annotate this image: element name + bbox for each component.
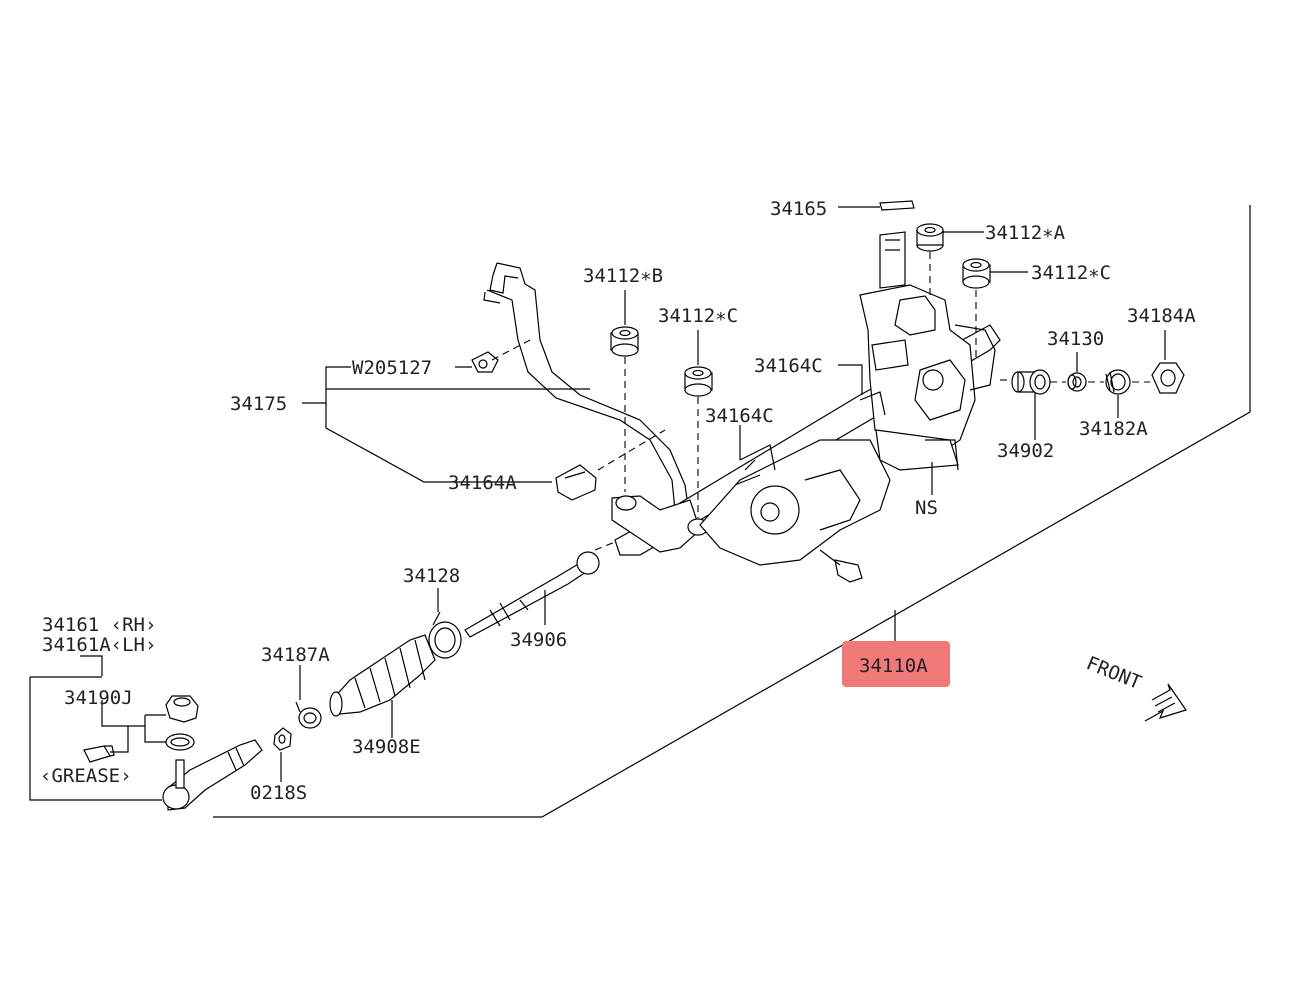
label-34161-rh: 34161 ‹RH› bbox=[42, 614, 156, 636]
label-34128: 34128 bbox=[403, 565, 460, 587]
spring-34182a bbox=[1105, 369, 1131, 395]
dashed-lines bbox=[491, 252, 1150, 551]
label-34187a: 34187A bbox=[261, 644, 330, 666]
bushing-34112c-mid bbox=[684, 366, 713, 397]
clip-34187a bbox=[295, 701, 322, 729]
rack-housing bbox=[611, 231, 1001, 566]
label-34190j: 34190J bbox=[64, 687, 133, 709]
label-34112c-top: 34112∗C bbox=[1031, 262, 1111, 284]
label-grease: ‹GREASE› bbox=[40, 765, 132, 787]
boot-34190j bbox=[165, 695, 199, 751]
bushing-34112b bbox=[610, 326, 639, 357]
label-34184a: 34184A bbox=[1127, 305, 1196, 327]
ring-34130 bbox=[1067, 372, 1087, 392]
label-34164a: 34164A bbox=[448, 472, 517, 494]
bolt-lower bbox=[819, 549, 863, 583]
nut-34184a bbox=[1151, 362, 1185, 394]
boot-34908e bbox=[329, 634, 436, 717]
leader-lines bbox=[29, 206, 1166, 801]
grease-tube bbox=[83, 745, 115, 763]
label-34112c-mid: 34112∗C bbox=[658, 305, 738, 327]
cap-34165 bbox=[879, 200, 915, 211]
clamp-34164a bbox=[555, 464, 597, 501]
label-34112a: 34112∗A bbox=[985, 222, 1066, 244]
label-0218s: 0218S bbox=[250, 782, 307, 804]
label-34902: 34902 bbox=[997, 440, 1054, 462]
inner-tie-rod-34906 bbox=[464, 551, 600, 638]
label-34112b: 34112∗B bbox=[583, 265, 663, 287]
label-34906: 34906 bbox=[510, 629, 567, 651]
label-34161a-lh: 34161A‹LH› bbox=[42, 634, 156, 656]
label-34175: 34175 bbox=[230, 393, 287, 415]
tie-rod-end-34161 bbox=[162, 739, 263, 811]
label-front: FRONT bbox=[1083, 652, 1144, 694]
frame-lines bbox=[213, 205, 1251, 818]
label-34182a: 34182A bbox=[1079, 418, 1148, 440]
clamp-34128 bbox=[428, 611, 462, 659]
bushing-34112a bbox=[916, 223, 944, 252]
clip-w205127 bbox=[471, 351, 499, 373]
pipe-assembly bbox=[483, 262, 691, 521]
bushing-34902 bbox=[1011, 369, 1051, 395]
front-arrow bbox=[1144, 683, 1187, 722]
bushing-34112c-top bbox=[962, 258, 991, 289]
label-34130: 34130 bbox=[1047, 328, 1104, 350]
label-34164c-2: 34164C bbox=[705, 405, 774, 427]
label-34908e: 34908E bbox=[352, 736, 421, 758]
label-34165: 34165 bbox=[770, 198, 827, 220]
label-34164c-1: 34164C bbox=[754, 355, 823, 377]
highlight-34110a-box bbox=[842, 641, 950, 687]
nut-0218s bbox=[273, 727, 292, 751]
label-ns: NS bbox=[915, 497, 938, 519]
label-w205127: W205127 bbox=[352, 357, 432, 379]
label-34110a: 34110A bbox=[859, 655, 928, 677]
